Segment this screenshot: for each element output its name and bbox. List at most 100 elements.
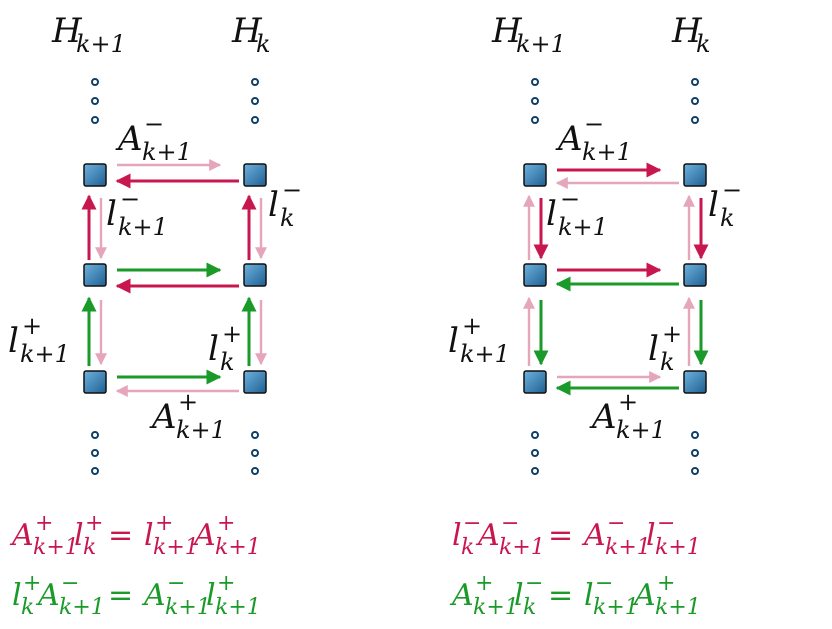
- right_panel-title-hk1-symbol: H: [491, 11, 523, 51]
- left_panel-equation-2-equals: =: [108, 578, 133, 613]
- right_panel-node-3: [683, 263, 707, 287]
- left_panel-equation-1-term-3: l: [144, 518, 154, 553]
- left_panel-equation-2-term-1-sub: k+1: [59, 595, 105, 620]
- left_panel-label-l-plus-k1-sup: +: [22, 312, 42, 340]
- left_panel-node-4: [83, 370, 107, 394]
- left_panel-label-l-minus-k-sup: −: [282, 176, 302, 204]
- left_panel-label-A-plus-sub: k+1: [176, 416, 226, 444]
- right_panel-equation-2-term-3-sub: k+1: [593, 595, 639, 620]
- right_panel-equation-2-term-4-sub: k+1: [655, 595, 701, 620]
- right_panel-equation-1-term-0-sup: −: [463, 511, 481, 536]
- left_panel-label-A-plus: A+k+1: [149, 388, 226, 444]
- right_panel-node-4: [523, 370, 547, 394]
- left_panel-equation-2-term-3-sub: k+1: [165, 595, 211, 620]
- left_panel-label-A-plus-sup: +: [178, 388, 198, 416]
- right_panel-dots-top-left-0: [531, 78, 539, 86]
- left_panel-dots-bottom-left-0: [91, 431, 99, 439]
- left_panel-title-hk1-symbol: H: [51, 11, 83, 51]
- left_panel-node-5: [243, 370, 267, 394]
- left_panel-title-hk1: Hk+1: [51, 11, 126, 58]
- left_panel-equation-1-term-0: A: [9, 518, 34, 553]
- left_panel-equation-1-term-3-sup: +: [155, 511, 173, 536]
- left_panel-dots-top-left-0: [91, 78, 99, 86]
- left_panel-label-A-minus-sup: −: [144, 110, 164, 138]
- left_panel-title-hk1-sub: k+1: [76, 30, 126, 58]
- left_panel-equation-2-term-4: l: [206, 578, 216, 613]
- right_panel-equation-1-term-1: A: [475, 518, 500, 553]
- right_panel-label-l-minus-k-symbol: l: [708, 185, 719, 225]
- left_panel-equation-2-term-4-sub: k+1: [215, 595, 261, 620]
- left_panel-dots-top-left-2: [91, 116, 99, 124]
- left_panel-equation-1: A+k+1l+k=l+k+1A+k+1: [9, 511, 261, 560]
- right_panel-label-l-plus-k-symbol: l: [648, 329, 659, 369]
- right_panel-equation-1-term-4: l: [646, 518, 656, 553]
- left_panel-label-A-plus-symbol: A: [149, 397, 177, 437]
- left_panel-label-l-minus-k: l−k: [268, 176, 302, 232]
- right_panel-label-l-plus-k1-symbol: l: [448, 321, 459, 361]
- left_panel-equation-1-term-4: A: [191, 518, 216, 553]
- right_panel-label-l-minus-k: l−k: [708, 176, 742, 232]
- left_panel-label-l-minus-k1-sub: k+1: [118, 213, 168, 241]
- left_panel-title-hk-symbol: H: [231, 11, 263, 51]
- right_panel-node-1: [683, 163, 707, 187]
- right_panel-label-l-minus-k-sub: k: [720, 204, 735, 232]
- left_panel-title-hk-sub: k: [256, 30, 271, 58]
- left_panel-equation-2-term-3: A: [141, 578, 166, 613]
- left_panel-title-hk: Hk: [231, 11, 271, 58]
- left_panel-label-l-plus-k-sub: k: [220, 348, 235, 376]
- right_panel-equation-2-term-1-sup: −: [525, 571, 543, 596]
- right_panel-equation-1-term-4-sup: −: [657, 511, 675, 536]
- right_panel-label-A-plus-sup: +: [618, 388, 638, 416]
- right_panel-dots-bottom-left-0: [531, 431, 539, 439]
- right_panel-equation-2-term-0: A: [449, 578, 474, 613]
- right_panel-equation-2-term-1: l: [514, 578, 524, 613]
- left_panel-label-l-plus-k-sup: +: [222, 320, 242, 348]
- left_panel-equation-2-term-3-sup: −: [167, 571, 185, 596]
- left_panel-equation-1-term-1: l: [74, 518, 84, 553]
- right_panel-equation-1-equals: =: [548, 518, 573, 553]
- right_panel-title-hk: Hk: [671, 11, 711, 58]
- right_panel-dots-bottom-right-2: [691, 467, 699, 475]
- right_panel-dots-top-right-0: [691, 78, 699, 86]
- right_panel-node-5: [683, 370, 707, 394]
- right_panel-equation-2-term-0-sup: +: [475, 571, 493, 596]
- left_panel-equation-2-term-0-sub: k: [21, 595, 34, 620]
- left_panel-dots-top-right-0: [251, 78, 259, 86]
- left_panel-dots-bottom-left-1: [91, 449, 99, 457]
- left_panel-node-1: [243, 163, 267, 187]
- right_panel-equation-2-term-3: l: [584, 578, 594, 613]
- right_panel-dots-bottom-right-1: [691, 449, 699, 457]
- left_panel-label-l-plus-k1-symbol: l: [8, 321, 19, 361]
- right_panel-node-2: [523, 263, 547, 287]
- right_panel-label-l-minus-k1-symbol: l: [546, 194, 557, 234]
- right_panel-equation-2-term-1-sub: k: [523, 595, 536, 620]
- left_panel-equation-1-term-1-sub: k: [83, 535, 96, 560]
- right_panel-equation-2-term-4-sup: +: [657, 571, 675, 596]
- right_panel-equation-1-term-4-sub: k+1: [655, 535, 701, 560]
- left_panel-label-l-minus-k1: l−k+1: [106, 185, 168, 241]
- right_panel-equation-1-term-3-sub: k+1: [605, 535, 651, 560]
- left_panel-dots-bottom-right-0: [251, 431, 259, 439]
- right_panel-dots-top-right-1: [691, 97, 699, 105]
- left_panel-equation-2-term-1: A: [35, 578, 60, 613]
- left_panel-dots-top-right-1: [251, 97, 259, 105]
- right_panel-label-l-plus-k1: l+k+1: [448, 312, 510, 368]
- left_panel-node-0: [83, 163, 107, 187]
- right_panel-equation-1-term-3-sup: −: [607, 511, 625, 536]
- left_panel-equation-1-term-0-sup: +: [35, 511, 53, 536]
- right_panel-label-A-plus-sub: k+1: [616, 416, 666, 444]
- right_panel-title-hk-sub: k: [696, 30, 711, 58]
- right_panel-label-l-minus-k-sup: −: [722, 176, 742, 204]
- left_panel-equation-1-term-3-sub: k+1: [153, 535, 199, 560]
- left_panel-node-2: [83, 263, 107, 287]
- right_panel-label-A-minus-sup: −: [584, 110, 604, 138]
- right_panel-label-A-minus-symbol: A: [555, 119, 583, 159]
- right_panel-title-hk1-sub: k+1: [516, 30, 566, 58]
- left_panel-equation-1-term-1-sup: +: [85, 511, 103, 536]
- right_panel-dots-top-right-2: [691, 116, 699, 124]
- right_panel-equation-1-term-1-sup: −: [501, 511, 519, 536]
- right_panel-equation-1-term-0: l: [452, 518, 462, 553]
